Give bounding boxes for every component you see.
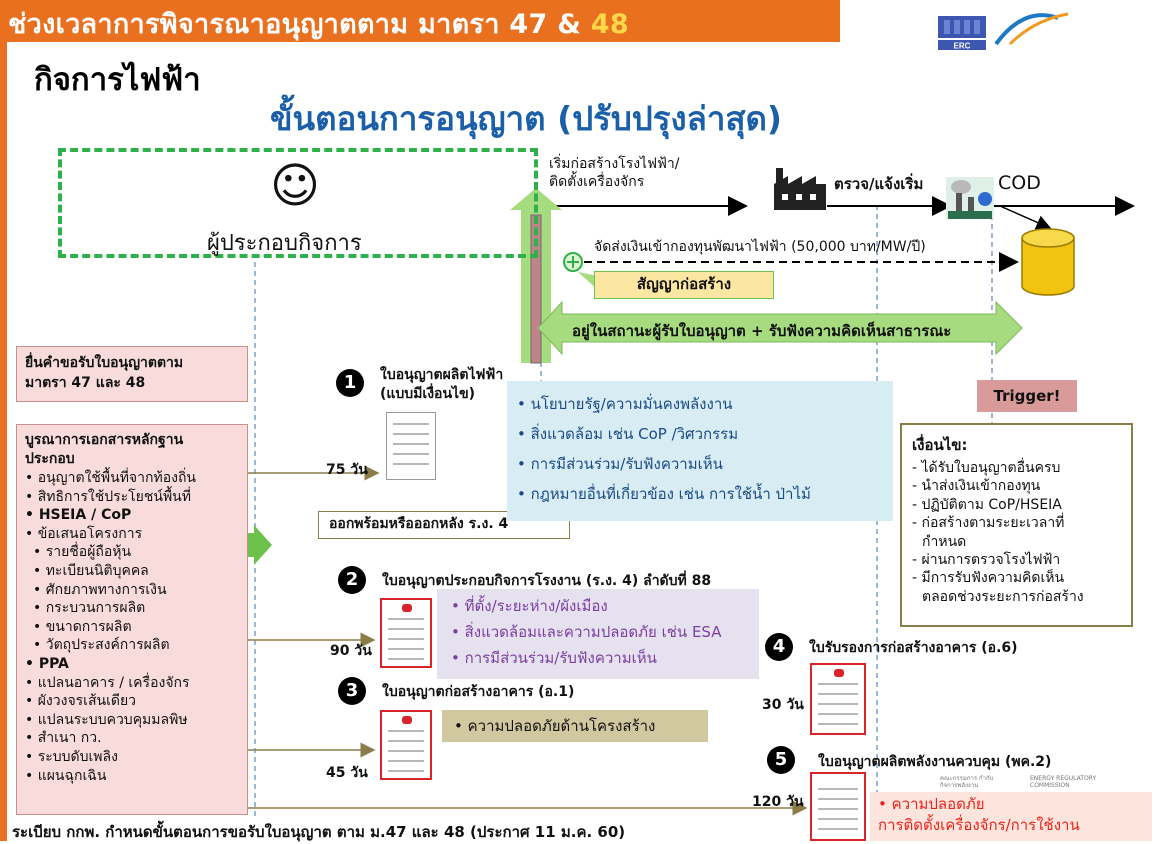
- footer-regulation-note: ระเบียบ กกพ. กำหนดขั้นตอนการขอรับใบอนุญา…: [12, 823, 626, 841]
- step5-letterhead-right: ENERGY REGULATORY COMMISSION: [1030, 775, 1097, 789]
- conditions-box: เงื่อนไข: - ได้รับใบอนุญาตอื่นครบ - นำส่…: [900, 423, 1133, 627]
- documents-box: บูรณาการเอกสารหลักฐานประกอบ • อนุญาตใช้พ…: [16, 424, 248, 815]
- step3-document-icon: [380, 710, 432, 780]
- step2-number-badge: 2: [338, 566, 366, 594]
- list-item: • ที่ตั้ง/ระยะห่าง/ผังเมือง: [451, 597, 608, 615]
- operator-label: ผู้ประกอบกิจการ: [207, 231, 362, 256]
- list-item: • อนุญาตใช้พื้นที่จากท้องถิ่น: [25, 470, 196, 486]
- logo-text: ERC: [954, 42, 971, 51]
- contract-box: สัญญาก่อสร้าง: [594, 271, 774, 299]
- list-item: • วัตถุประสงค์การผลิต: [33, 637, 170, 654]
- list-item: - มีการรับฟังความคิดเห็น: [912, 570, 1065, 587]
- step4-number-badge: 4: [765, 633, 793, 661]
- list-item: • สิ่งแวดล้อมและความปลอดภัย เช่น ESA: [451, 623, 722, 641]
- step5-letterhead-left: คณะกรรมการ กำกับกิจการพลังงาน: [940, 775, 994, 789]
- step5-document-icon: [810, 772, 866, 841]
- documents-title: บูรณาการเอกสารหลักฐานประกอบ: [25, 432, 184, 467]
- header-title-main: ช่วงเวลาการพิจารณาอนุญาตตาม มาตรา 47 &: [8, 9, 591, 40]
- step4-document-icon: [810, 663, 866, 735]
- list-item: - ปฏิบัติตาม CoP/HSEIA: [912, 496, 1062, 513]
- power-plant-icon: [946, 177, 994, 219]
- list-item: • สำเนา กว.: [25, 730, 102, 747]
- list-item: • ศักยภาพทางการเงิน: [33, 581, 167, 598]
- conditions-title: เงื่อนไข:: [912, 436, 968, 454]
- fund-label: จัดส่งเงินเข้ากองทุนพัฒนาไฟฟ้า (50,000 บ…: [594, 239, 926, 255]
- step2-factory-box: • ที่ตั้ง/ระยะห่าง/ผังเมือง • สิ่งแวดล้อ…: [437, 589, 759, 679]
- status-double-arrow: [537, 300, 1023, 356]
- fund-cylinder-icon: [1021, 228, 1075, 296]
- list-item: • ข้อเสนอโครงการ: [25, 525, 143, 542]
- step3-number-badge: 3: [338, 677, 366, 705]
- list-item: - ได้รับใบอนุญาตอื่นครบ: [912, 460, 1061, 476]
- left-accent-stripe: [0, 42, 7, 841]
- step3-title: ใบอนุญาตก่อสร้างอาคาร (อ.1): [382, 684, 575, 700]
- status-label: อยู่ในสถานะผู้รับใบอนุญาต + รับฟังความคิ…: [572, 322, 952, 340]
- list-item: • แผนฉุกเฉิน: [25, 767, 107, 784]
- list-item: • HSEIA / CoP: [25, 507, 132, 524]
- trigger-badge: Trigger!: [977, 380, 1077, 412]
- erc-logo: ERC: [938, 12, 1069, 51]
- list-item: กำหนด: [922, 533, 967, 550]
- list-item: - ผ่านการตรวจโรงไฟฟ้า: [912, 552, 1061, 569]
- arrow-to-fund: [999, 205, 1052, 230]
- list-item: • รายชื่อผู้ถือหุ้น: [33, 544, 132, 561]
- step4-days: 30 วัน: [762, 697, 804, 713]
- step1-number-badge: 1: [336, 369, 364, 397]
- operator-box: [58, 148, 538, 258]
- list-item: • สิทธิการใช้ประโยชน์พื้นที่: [25, 488, 191, 505]
- section-title: กิจการไฟฟ้า: [34, 62, 201, 98]
- step5-safety-box: • ความปลอดภัยการติดตั้งเครื่องจักร/การใช…: [870, 792, 1152, 841]
- list-item: • การมีส่วนร่วม/รับฟังความเห็น: [451, 649, 657, 667]
- step5-number-badge: 5: [767, 746, 795, 774]
- header-title-highlight: 48: [590, 9, 629, 40]
- inspect-label: ตรวจ/แจ้งเริ่ม: [834, 175, 924, 193]
- step4-title: ใบรับรองการก่อสร้างอาคาร (อ.6): [809, 640, 1018, 656]
- step1-days: 75 วัน: [326, 462, 368, 478]
- step5-days: 120 วัน: [752, 794, 804, 810]
- list-item: • PPA: [25, 655, 69, 672]
- step1-document-icon: [386, 412, 436, 480]
- list-item: • กฎหมายอื่นที่เกี่ยวข้อง เช่น การใช้น้ำ…: [517, 485, 811, 503]
- list-item: • กระบวนการผลิต: [33, 600, 146, 617]
- smiley-icon: ☺: [270, 158, 321, 214]
- step1-policy-box: • นโยบายรัฐ/ความมั่นคงพลังงาน • สิ่งแวดล…: [507, 381, 893, 521]
- list-item: • ผังวงจรเส้นเดียว: [25, 693, 137, 710]
- step2-title: ใบอนุญาตประกอบกิจการโรงงาน (ร.ง. 4) ลำดั…: [382, 573, 712, 589]
- start-construction-label: เริ่มก่อสร้างโรงไฟฟ้า/ติดตั้งเครื่องจักร: [549, 156, 680, 190]
- header-bar: [0, 0, 840, 42]
- list-item: • สิ่งแวดล้อม เช่น CoP /วิศวกรรม: [517, 425, 739, 443]
- list-item: • แปลนอาคาร / เครื่องจักร: [25, 674, 190, 691]
- list-item: - ก่อสร้างตามระยะเวลาที่: [912, 515, 1065, 532]
- list-item: • แปลนระบบควบคุมมลพิษ: [25, 711, 188, 728]
- header-title: ช่วงเวลาการพิจารณาอนุญาตตาม มาตรา 47 & 4…: [8, 2, 629, 45]
- list-item: • ขนาดการผลิต: [33, 618, 132, 635]
- cod-label: COD: [998, 172, 1041, 194]
- step5-title: ใบอนุญาตผลิตพลังงานควบคุม (พค.2): [818, 754, 1052, 770]
- list-item: • ระบบดับเพลิง: [25, 748, 118, 765]
- step2-days: 90 วัน: [330, 643, 372, 659]
- factory-icon: [774, 168, 826, 210]
- list-item: - นำส่งเงินเข้ากองทุน: [912, 478, 1041, 495]
- application-box: ยื่นคำขอรับใบอนุญาตตามมาตรา 47 และ 48: [16, 346, 248, 402]
- list-item: • นโยบายรัฐ/ความมั่นคงพลังงาน: [517, 395, 733, 413]
- list-item: ตลอดช่วงระยะการก่อสร้าง: [922, 588, 1084, 605]
- list-item: • การมีส่วนร่วม/รับฟังความเห็น: [517, 455, 723, 473]
- step1-title: ใบอนุญาตผลิตไฟฟ้า(แบบมีเงื่อนไข): [380, 367, 504, 402]
- documents-list: • อนุญาตใช้พื้นที่จากท้องถิ่น • สิทธิการ…: [25, 469, 239, 785]
- step3-structure-box: • ความปลอดภัยด้านโครงสร้าง: [442, 710, 708, 742]
- step3-days: 45 วัน: [326, 765, 368, 781]
- step2-document-icon: [380, 598, 432, 668]
- main-title: ขั้นตอนการอนุญาต (ปรับปรุงล่าสุด): [270, 99, 782, 138]
- list-item: • ทะเบียนนิติบุคคล: [33, 562, 149, 579]
